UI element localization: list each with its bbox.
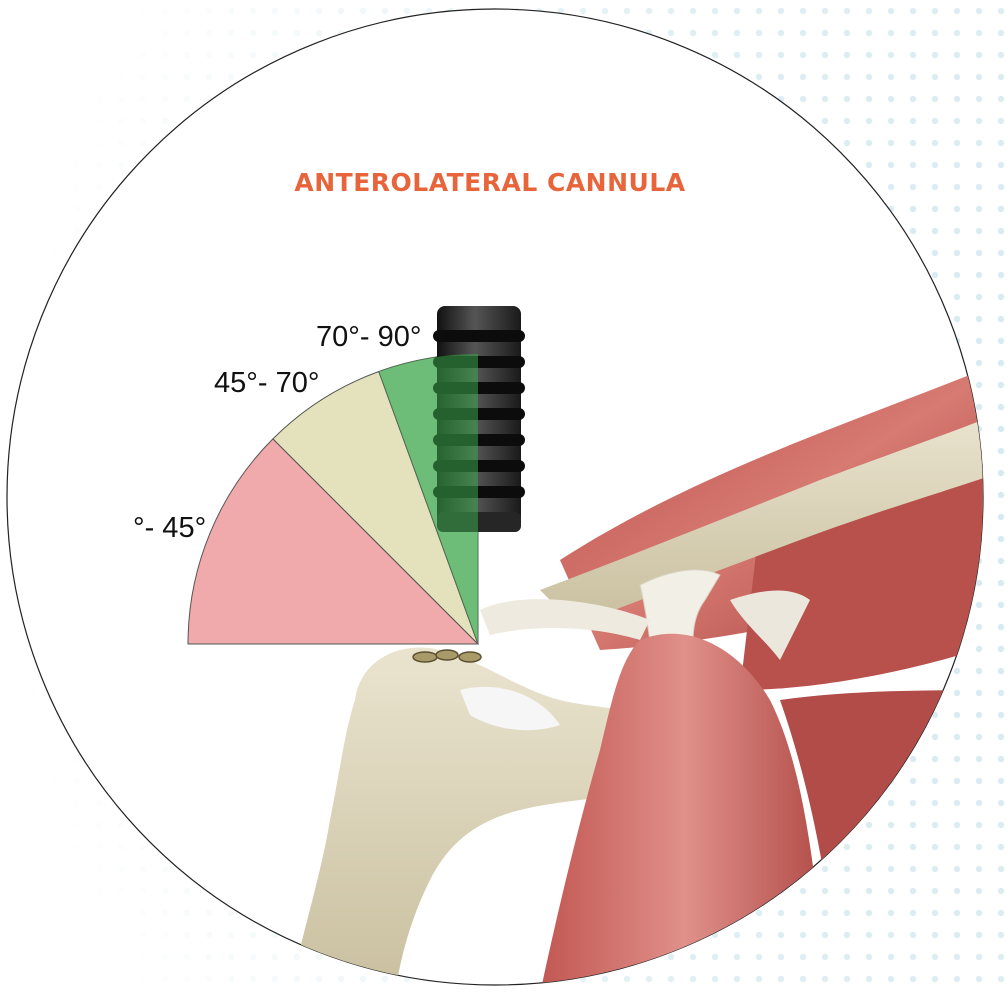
figure-title: ANTEROLATERAL CANNULA [0,168,980,197]
zone-label-45-70: 45°- 70° [214,369,319,398]
suture-anchors [413,650,481,662]
zone-label-0-45: °- 45° [133,514,206,543]
zone-label-70-90: 70°- 90° [316,323,421,352]
